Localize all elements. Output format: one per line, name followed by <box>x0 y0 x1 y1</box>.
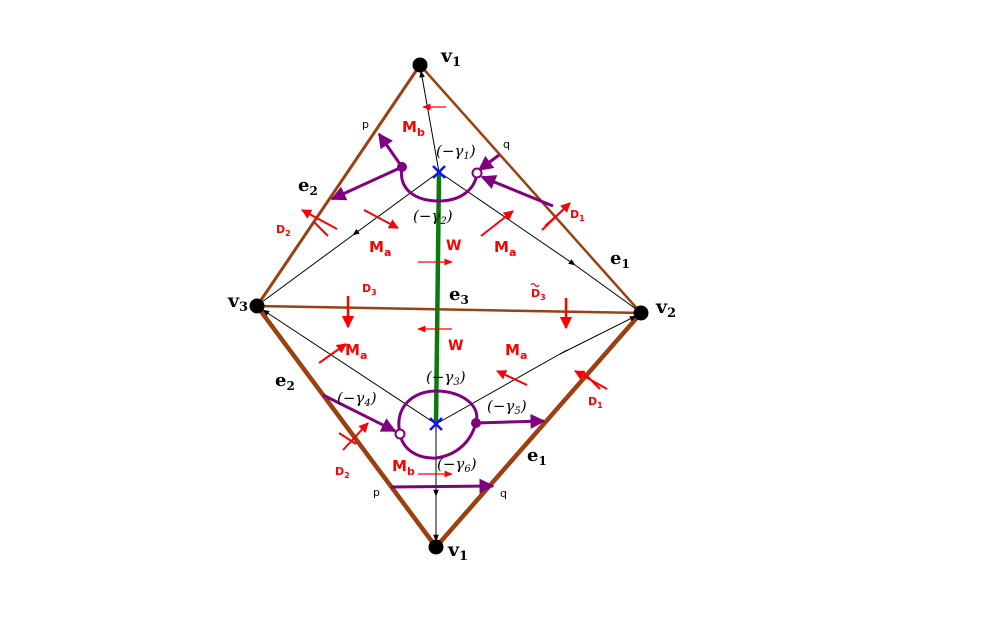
label-gamma-3: (−γ3) <box>426 368 466 388</box>
label-d3: D3 <box>362 282 377 297</box>
label-gamma-4: (−γ4) <box>337 389 377 409</box>
arrow-lower-to-v2 <box>559 315 637 355</box>
purple-ring-bottom-left <box>394 428 406 440</box>
edge-v1-v2-upper <box>418 63 643 315</box>
arrow-to-v3-upper <box>352 171 440 236</box>
label-w-bottom: W <box>448 338 463 354</box>
label-mb-top: Mb <box>402 118 425 139</box>
label-gamma-6: (−γ6) <box>437 455 477 475</box>
purple-arrow-e1-bottom <box>475 413 546 429</box>
label-v1-bottom: v1 <box>447 539 468 564</box>
label-q-top: q <box>503 138 510 151</box>
label-d3-tilde: D3 <box>531 287 546 302</box>
purple-arrow-e2-top <box>330 165 403 201</box>
arrow-to-v1-top <box>419 70 440 173</box>
label-ma-right: Ma <box>494 238 516 259</box>
edge-e3-v3-v2 <box>255 304 643 315</box>
red-arrow-ma-upper-left <box>363 209 399 229</box>
red-arrow-d2-lower <box>342 422 369 451</box>
red-arrow-ma-lower-left <box>318 343 347 364</box>
red-tick-d1-upper <box>544 209 564 227</box>
wall-green <box>433 171 442 425</box>
purple-dot-bottom-right <box>471 418 481 428</box>
label-e1-lower: e1 <box>527 445 547 468</box>
red-arrow-d2-upper <box>301 209 338 230</box>
label-d1-lower: D1 <box>588 395 603 410</box>
red-tick-d1-lower <box>581 370 601 390</box>
edge-v2-v1-lower <box>433 310 644 550</box>
vertex-v1-bottom <box>428 539 444 555</box>
red-ticks <box>312 209 601 445</box>
label-e3: e3 <box>449 284 469 307</box>
purple-loop-top <box>399 166 479 203</box>
arrow-lower-to-v3 <box>262 309 437 425</box>
purple-arrow-e2-bottom <box>322 393 397 433</box>
label-v2: v2 <box>655 296 676 321</box>
crossing-bottom <box>429 417 443 431</box>
label-e2-lower: e2 <box>275 370 295 393</box>
purple-ring-top-right <box>471 167 483 179</box>
arrow-lower-v2-segment <box>435 349 568 425</box>
purple-arrow-q-top <box>477 153 500 172</box>
label-v3: v3 <box>227 290 248 315</box>
label-gamma-5: (−γ5) <box>487 397 527 417</box>
label-v1-top: v1 <box>440 45 461 70</box>
crossing-top <box>432 165 446 179</box>
label-ma-left: Ma <box>369 238 391 259</box>
label-gamma-1: (−γ1) <box>436 142 476 162</box>
label-q-bottom: q <box>500 487 507 500</box>
label-e1-upper: e1 <box>610 248 630 271</box>
red-arrow-ma-upper-right <box>480 210 514 237</box>
label-gamma-2: (−γ2) <box>413 207 453 227</box>
label-ma-lower-right: Ma <box>505 341 527 362</box>
red-arrow-ma-lower-right <box>496 370 528 386</box>
purple-arrow-pq-bottom <box>390 478 495 494</box>
red-tick-d2-upper <box>312 220 329 237</box>
label-w-top: W <box>446 238 461 254</box>
vertex-v1-top <box>412 57 428 73</box>
edge-v3-v1-lower <box>254 303 439 550</box>
label-ma-lower-left: Ma <box>345 341 367 362</box>
purple-arrow-e1-top <box>480 175 554 208</box>
outer-edges <box>254 63 644 550</box>
label-d2-upper: D2 <box>276 223 291 238</box>
tilde-mark <box>530 282 540 288</box>
label-mb-bottom: Mb <box>392 457 415 478</box>
arrow-upper-v2-segment <box>574 264 637 310</box>
vertex-v2 <box>633 305 649 321</box>
label-e2-upper: e2 <box>298 175 318 198</box>
purple-dot-top-left <box>397 162 407 172</box>
purple-arrow-p-top <box>377 132 404 168</box>
red-tick-d2-lower <box>338 432 357 445</box>
edge-v1-v3-upper <box>255 63 422 308</box>
label-d1-upper: D1 <box>570 208 585 223</box>
vertex-v3 <box>249 298 265 314</box>
arrow-upper-v3-segment <box>261 234 354 303</box>
label-d2-lower: D2 <box>335 465 350 480</box>
label-p-top: p <box>362 118 369 131</box>
label-p-bottom: p <box>373 486 380 499</box>
